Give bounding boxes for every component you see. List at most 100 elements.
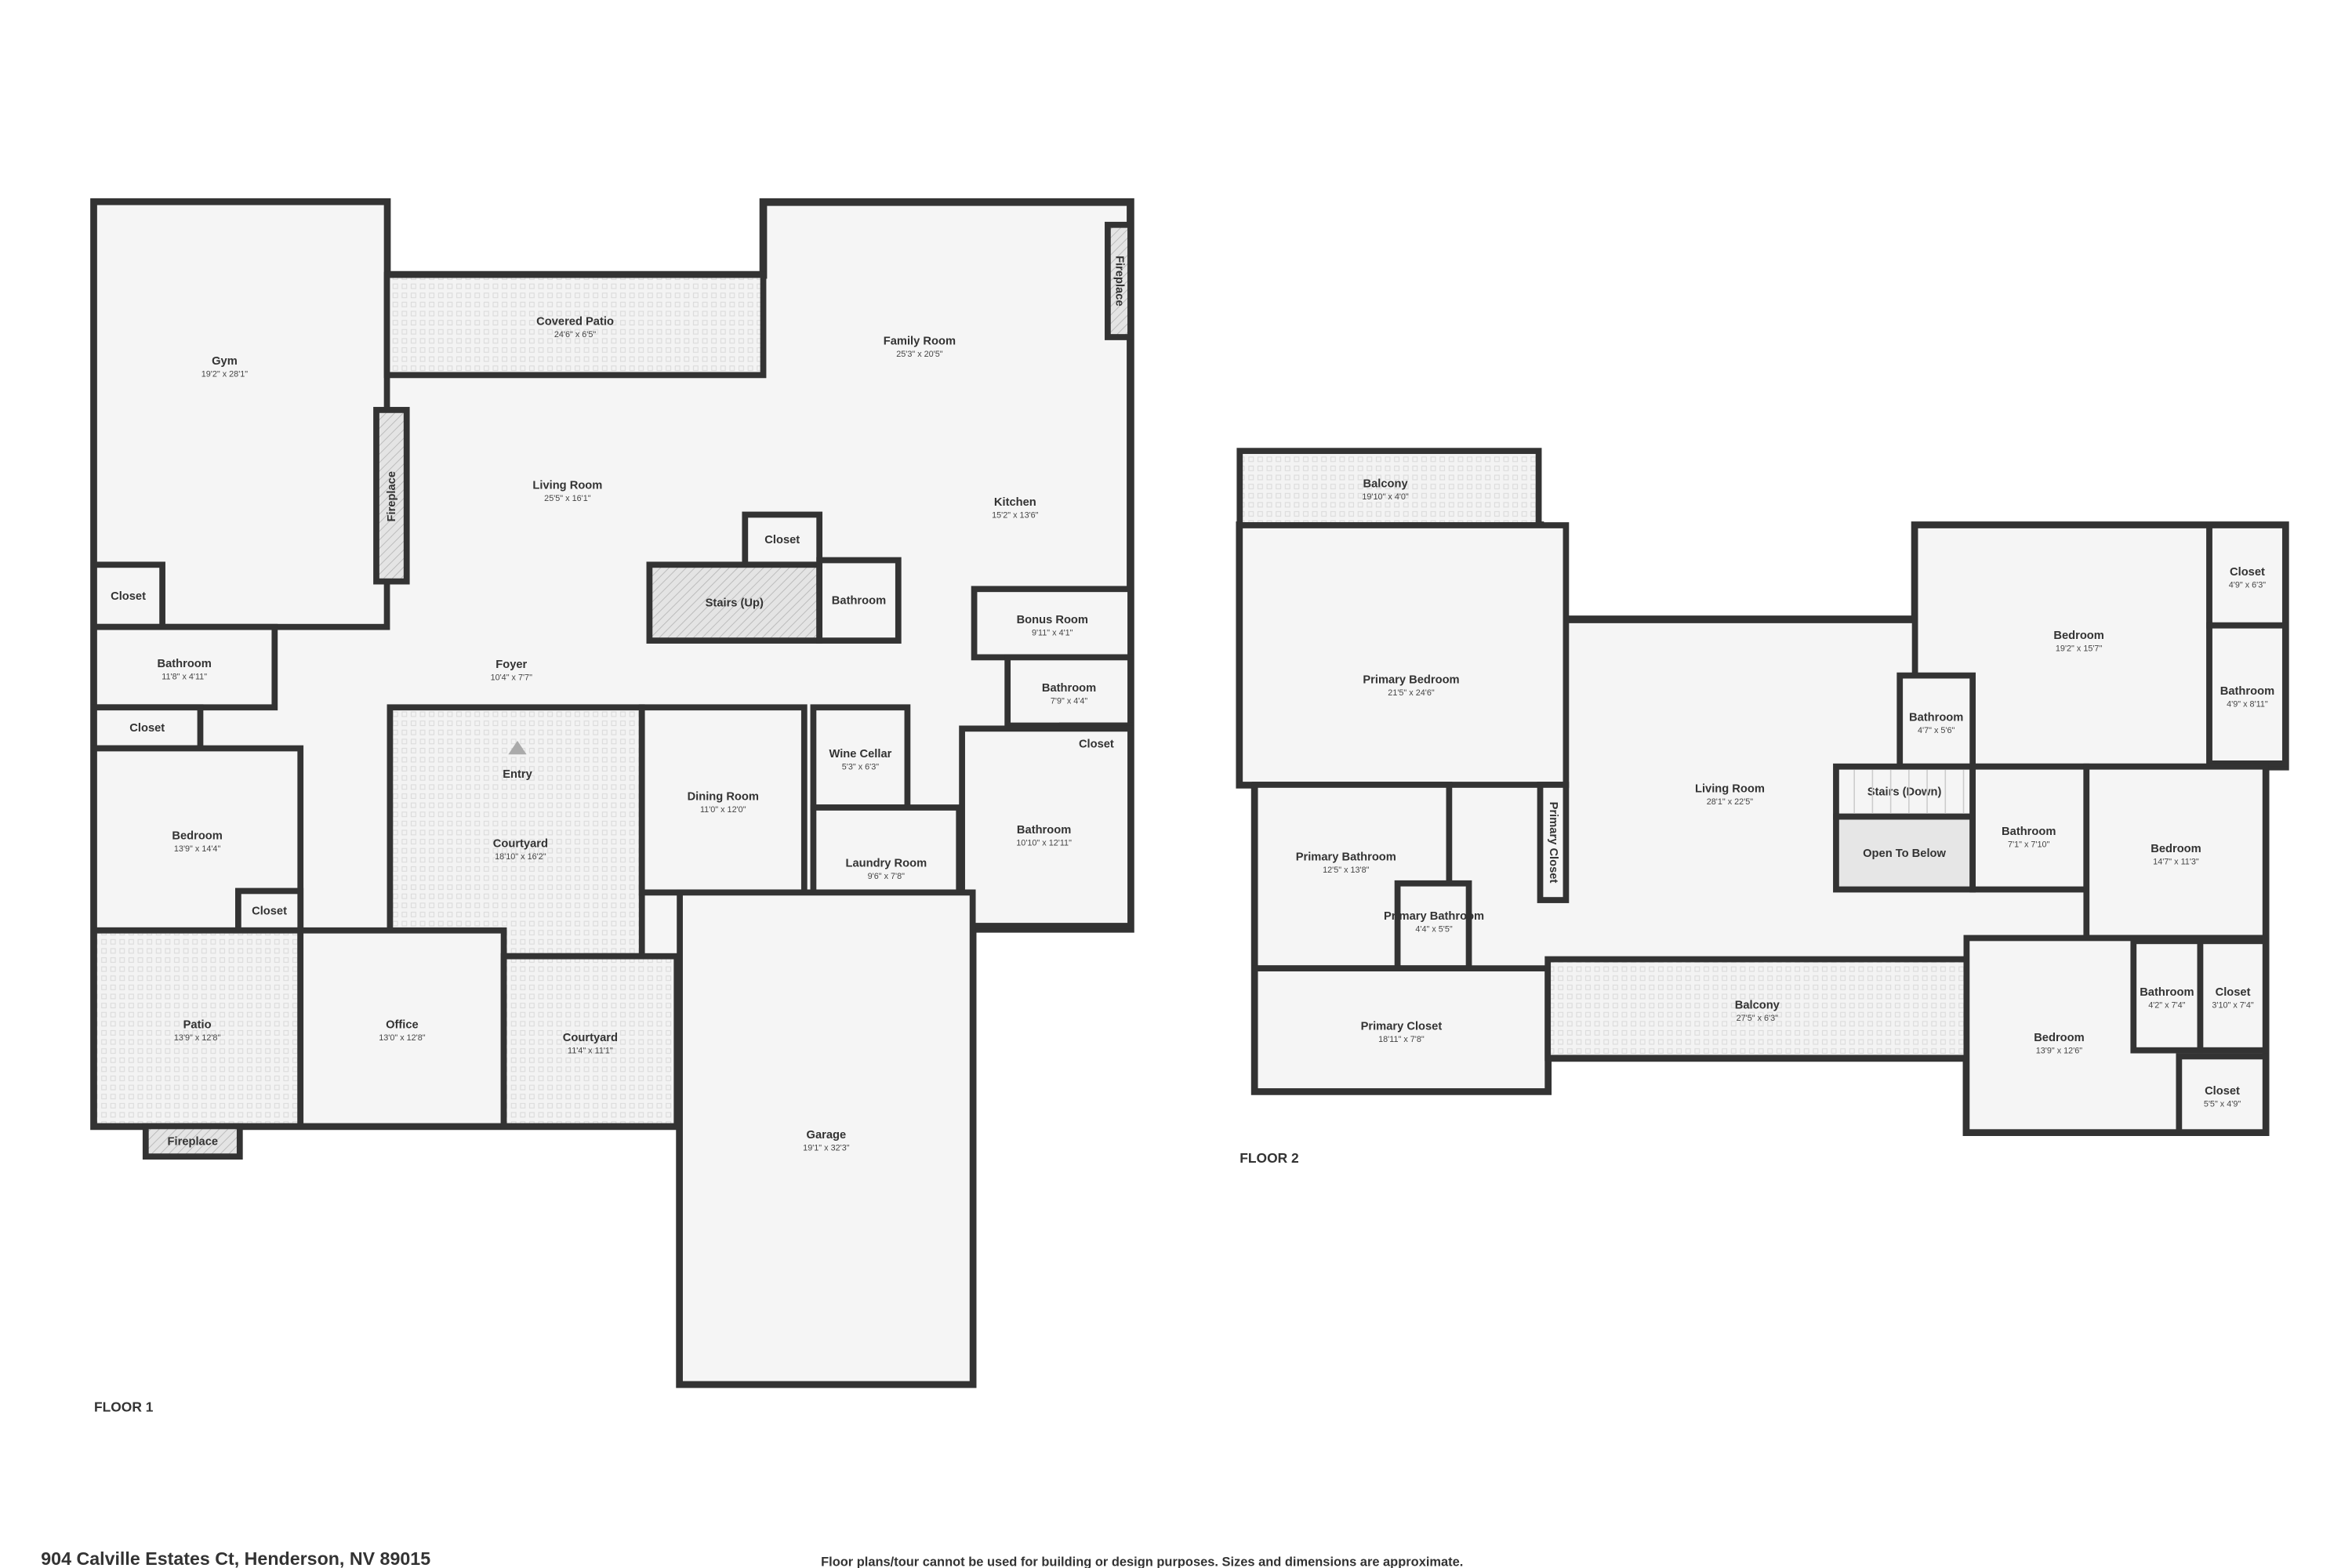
room-dimensions: 4'7" x 5'6" xyxy=(1918,726,1955,735)
room-name: Laundry Room xyxy=(846,857,927,869)
room-label: Primary Closet 18'11" x 7'8" xyxy=(1361,1021,1443,1044)
room-dimensions: 24'6" x 6'5" xyxy=(554,330,597,339)
room-dimensions: 15'2" x 13'6" xyxy=(992,510,1039,520)
room-label: Wine Cellar 5'3" x 6'3" xyxy=(829,748,891,771)
room-name: Stairs (Up) xyxy=(706,597,764,610)
room-name: Bathroom xyxy=(832,595,886,608)
room-shape xyxy=(816,557,902,644)
property-address: 904 Calville Estates Ct, Henderson, NV 8… xyxy=(41,1548,430,1568)
room-name: Courtyard xyxy=(493,837,548,850)
room-name: Bedroom xyxy=(2053,630,2103,642)
room-label: Stairs (Up) xyxy=(706,597,764,610)
room-shape xyxy=(646,561,823,644)
room-name: Wine Cellar xyxy=(829,748,891,760)
room-name: Fireplace xyxy=(386,471,398,522)
room-name: Bathroom xyxy=(157,658,211,670)
room-label: Closet xyxy=(129,722,165,735)
room-name: Bedroom xyxy=(2151,843,2201,855)
room-name: Bathroom xyxy=(2140,986,2194,999)
room-name: Bathroom xyxy=(1042,682,1096,695)
room-dimensions: 11'8" x 4'11" xyxy=(162,672,207,681)
room-label: Stairs (Down) xyxy=(1867,786,1942,799)
room-dimensions: 5'3" x 6'3" xyxy=(842,763,879,772)
room-name: Fireplace xyxy=(168,1136,219,1149)
room-dimensions: 4'2" x 7'4" xyxy=(2148,1000,2185,1010)
floor-2-label: FLOOR 2 xyxy=(1240,1150,1298,1166)
room-shape xyxy=(1544,956,1970,1062)
room-dimensions: 5'5" x 4'9" xyxy=(2204,1099,2241,1109)
room-label: Fireplace xyxy=(168,1136,219,1149)
room-name: Primary Bathroom xyxy=(1296,851,1396,864)
room-dimensions: 9'11" x 4'1" xyxy=(1032,628,1073,637)
room-name: Family Room xyxy=(884,336,956,348)
room-label: Fireplace xyxy=(386,471,398,522)
room-shape xyxy=(1537,782,1570,903)
room-shape xyxy=(1969,763,2090,893)
room-name: Bedroom xyxy=(2034,1032,2084,1044)
room-name: Courtyard xyxy=(563,1032,618,1044)
room-label: Bonus Room 9'11" x 4'1" xyxy=(1017,614,1088,637)
room-shape xyxy=(959,725,1134,929)
room-name: Primary Bathroom xyxy=(1384,910,1484,923)
room-dimensions: 3'10" x 7'4" xyxy=(2212,1000,2254,1010)
room-shape xyxy=(971,586,1134,661)
room-label: Fireplace xyxy=(1113,256,1126,307)
room-dimensions: 25'5" x 16'1" xyxy=(544,494,591,503)
room-name: Open To Below xyxy=(1863,848,1946,860)
room-dimensions: 7'1" x 7'10" xyxy=(2008,840,2050,849)
room-dimensions: 18'11" x 7'8" xyxy=(1378,1035,1425,1044)
room-label: Living Room 25'5" x 16'1" xyxy=(532,480,602,503)
room-label: Open To Below xyxy=(1863,848,1946,860)
room-shape xyxy=(2130,938,2204,1054)
room-shape xyxy=(383,271,767,379)
room-name: Closet xyxy=(764,534,800,546)
room-name: Entry xyxy=(503,768,532,781)
room-name: Bonus Room xyxy=(1017,614,1088,626)
room-name: Primary Closet xyxy=(1361,1021,1443,1033)
room-name: Bathroom xyxy=(2002,826,2056,838)
room-name: Closet xyxy=(2230,566,2265,579)
room-name: Covered Patio xyxy=(536,316,614,328)
room-dimensions: 14'7" x 11'3" xyxy=(2153,858,2199,867)
room-name: Bedroom xyxy=(172,830,222,843)
room-name: Closet xyxy=(2216,986,2251,999)
room-label: Bathroom 7'1" x 7'10" xyxy=(2002,826,2056,849)
room-shape xyxy=(1105,221,1134,340)
room-dimensions: 19'1" x 32'3" xyxy=(803,1143,850,1152)
disclaimer: Floor plans/tour cannot be used for buil… xyxy=(821,1555,1463,1568)
room-name: Gym xyxy=(212,355,238,368)
room-name: Kitchen xyxy=(994,496,1036,509)
room-label: Primary Closet xyxy=(1547,802,1559,884)
room-dimensions: 4'9" x 6'3" xyxy=(2229,580,2266,590)
room-name: Living Room xyxy=(532,480,602,492)
room-label: Closet xyxy=(252,905,287,917)
room-name: Balcony xyxy=(1363,478,1409,491)
room-dimensions: 19'10" x 4'0" xyxy=(1362,492,1409,502)
room-shape xyxy=(91,198,390,630)
room-name: Dining Room xyxy=(688,790,759,803)
room-label: Bedroom 14'7" x 11'3" xyxy=(2151,843,2201,866)
room-name: Closet xyxy=(129,722,165,735)
